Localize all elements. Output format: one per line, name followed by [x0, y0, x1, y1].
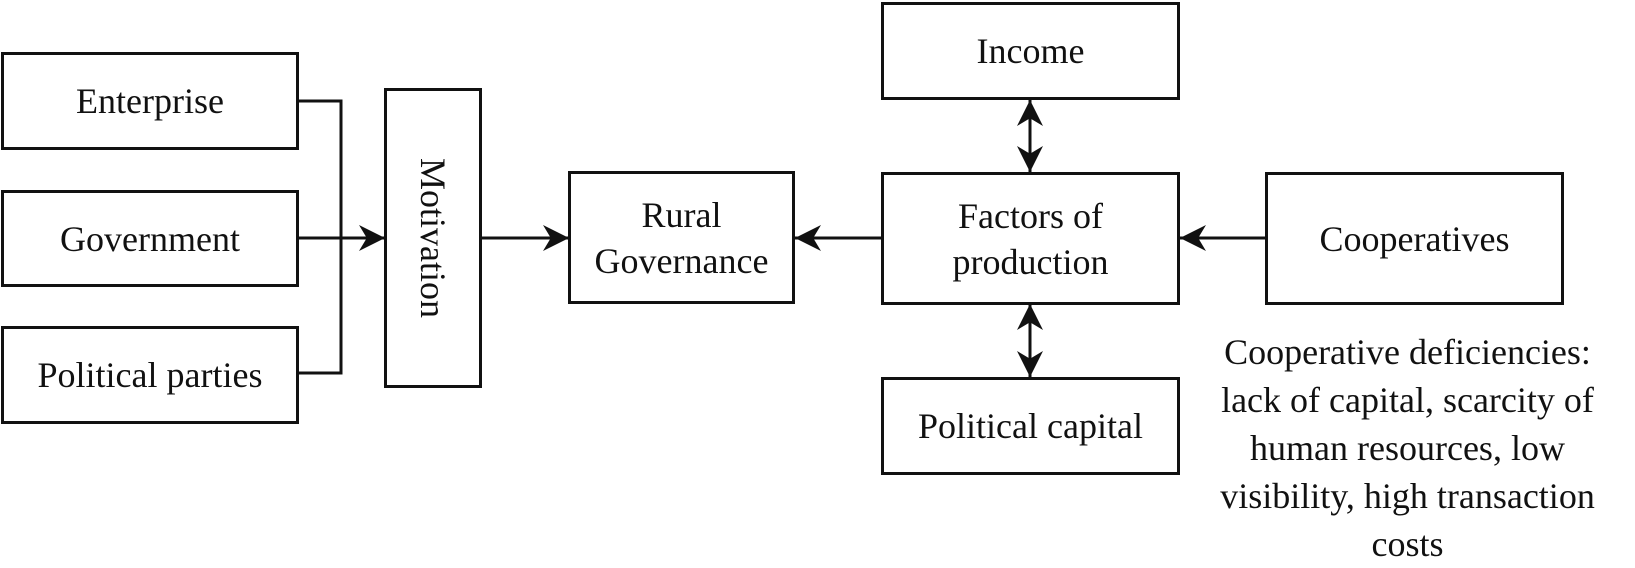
income-node: Income: [881, 2, 1180, 100]
cooperative-deficiencies-note: Cooperative deficiencies: lack of capita…: [1180, 328, 1635, 568]
rural-governance-node: Rural Governance: [568, 171, 795, 304]
factors-label-line2: production: [952, 241, 1109, 282]
political-capital-node: Political capital: [881, 377, 1180, 475]
cooperatives-label: Cooperatives: [1319, 218, 1510, 259]
note-line-5: costs: [1371, 524, 1444, 564]
motivation-node: Motivation: [384, 88, 482, 388]
political-parties-label: Political parties: [37, 355, 263, 395]
cooperatives-node: Cooperatives: [1265, 172, 1564, 305]
factors-label-line1: Factors of: [958, 195, 1103, 236]
rural-governance-label-line1: Rural: [641, 194, 722, 235]
government-label: Government: [60, 218, 240, 259]
note-line-1: Cooperative deficiencies:: [1224, 332, 1591, 372]
motivation-label: Motivation: [413, 158, 453, 318]
note-line-2: lack of capital, scarcity of: [1221, 380, 1594, 420]
political-capital-label: Political capital: [918, 406, 1143, 446]
enterprise-node: Enterprise: [1, 52, 299, 150]
note-line-3: human resources, low: [1250, 428, 1565, 468]
enterprise-label: Enterprise: [76, 81, 224, 121]
note-line-4: visibility, high transaction: [1220, 476, 1595, 516]
factors-of-production-node: Factors of production: [881, 172, 1180, 305]
political-parties-node: Political parties: [1, 326, 299, 424]
rural-governance-label-line2: Governance: [594, 240, 769, 281]
income-label: Income: [976, 31, 1085, 71]
government-node: Government: [1, 190, 299, 287]
